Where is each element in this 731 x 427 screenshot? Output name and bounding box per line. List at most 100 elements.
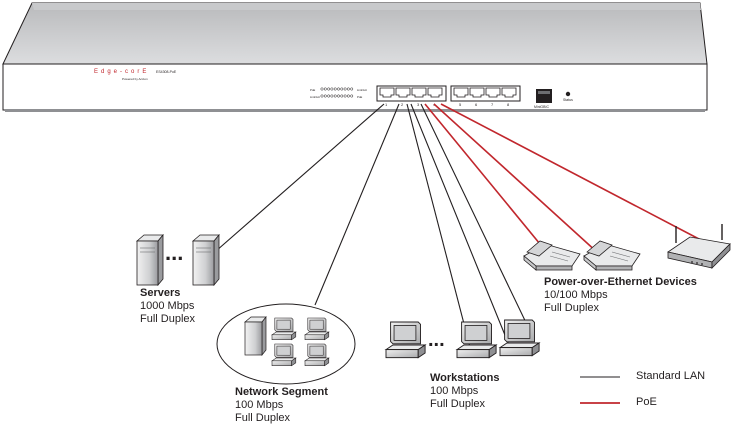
rj45-port[interactable]: [485, 87, 501, 98]
led-label-2: Link/Act: [310, 95, 320, 99]
poe-devices-title: Power-over-Ethernet Devices: [544, 276, 697, 288]
port-number: 5: [459, 102, 462, 107]
powered-by-label: Powered by Accton: [122, 77, 148, 81]
servers-ellipsis: ...: [165, 240, 183, 265]
port-led: [333, 94, 337, 98]
computer-icon: [304, 343, 330, 367]
servers-speed: 1000 Mbps: [140, 300, 195, 312]
rj45-port[interactable]: [379, 87, 395, 98]
rj45-port[interactable]: [453, 87, 469, 98]
switch-front-panel: [2, 63, 708, 111]
rj45-port[interactable]: [469, 87, 485, 98]
computer-icon: [304, 317, 330, 341]
port-led: [346, 87, 350, 91]
legend-standard-lan-label: Standard LAN: [636, 370, 706, 382]
minigbic-label: MiniGBIC: [534, 105, 549, 109]
switch: Edge-corE ES4308-PoE Powered by Accton P…: [2, 2, 708, 112]
workstations-ellipsis: ...: [428, 329, 445, 351]
computer-icon: [271, 317, 297, 341]
port-led: [340, 94, 344, 98]
port-number: 8: [507, 102, 510, 107]
port-number: 7: [491, 102, 494, 107]
computer-icon: [498, 319, 541, 357]
server-tower-1: [135, 233, 164, 287]
rj45-port[interactable]: [427, 87, 443, 98]
segment-server-tower: [244, 316, 267, 356]
port-led: [346, 94, 350, 98]
legend: [580, 376, 620, 404]
port-led: [350, 94, 354, 98]
port-led: [323, 87, 327, 91]
poe-devices-speed: 10/100 Mbps: [544, 289, 608, 301]
port-led: [350, 87, 354, 91]
legend-poe-label: PoE: [636, 396, 657, 408]
workstations-speed: 100 Mbps: [430, 385, 479, 397]
switch-top-face: [2, 2, 708, 65]
port-led: [327, 94, 331, 98]
status-label: Status: [563, 98, 573, 102]
network-segment-duplex: Full Duplex: [235, 412, 291, 424]
cables: [215, 103, 700, 348]
segment-workstations: [271, 317, 330, 367]
ip-phone-2: [583, 240, 641, 271]
poe-devices-group: [523, 224, 731, 271]
network-segment-group: [216, 303, 356, 385]
port-led: [343, 87, 347, 91]
port-number: 6: [475, 102, 478, 107]
port-led: [320, 87, 324, 91]
rj45-port[interactable]: [395, 87, 411, 98]
cable-poe-phone-1: [424, 103, 550, 256]
port-number: 1: [385, 102, 388, 107]
servers-title: Servers: [140, 287, 181, 299]
model-label: ES4308-PoE: [156, 70, 177, 74]
port-led: [323, 94, 327, 98]
port-led: [343, 94, 347, 98]
ip-phone-1: [523, 240, 581, 271]
servers-label: Servers 1000 Mbps Full Duplex: [140, 287, 195, 326]
led-label-4: PoE: [357, 95, 362, 99]
port-led: [320, 94, 324, 98]
network-segment-speed: 100 Mbps: [235, 399, 284, 411]
status-led: [565, 91, 571, 97]
network-segment-title: Network Segment: [235, 386, 328, 398]
brand-logo-text: Edge-corE: [94, 69, 149, 75]
cable-workstation-1: [406, 103, 471, 348]
cable-network-segment: [314, 103, 400, 306]
rj45-port[interactable]: [411, 87, 427, 98]
workstation-computers: [384, 319, 541, 359]
port-led: [330, 87, 334, 91]
brand-logo: Edge-corE ES4308-PoE Powered by Accton: [94, 69, 177, 81]
workstations-label: Workstations 100 Mbps Full Duplex: [430, 372, 499, 411]
workstations-title: Workstations: [430, 372, 500, 384]
port-number: 2: [401, 102, 404, 107]
workstations-duplex: Full Duplex: [430, 398, 486, 410]
cable-poe-phone-2: [433, 103, 599, 254]
servers-group: ...: [135, 233, 220, 287]
port-leds: [320, 87, 354, 98]
port-led: [337, 87, 340, 91]
computer-icon: [271, 343, 297, 367]
rj45-ports: 12345678: [379, 87, 517, 107]
led-label-1: PoE: [310, 88, 315, 92]
cable-workstation-3: [420, 103, 532, 334]
computer-icon: [455, 321, 498, 359]
server-tower-2: [191, 233, 220, 287]
cable-poe-access-point: [440, 103, 700, 240]
port-led: [337, 94, 340, 98]
port-led: [327, 87, 331, 91]
cable-workstation-2: [410, 103, 510, 346]
cable-servers: [215, 103, 385, 252]
poe-devices-label: Power-over-Ethernet Devices 10/100 Mbps …: [544, 276, 697, 315]
poe-devices-duplex: Full Duplex: [544, 302, 600, 314]
port-led: [333, 87, 337, 91]
port-number: 3: [417, 102, 420, 107]
network-segment-label: Network Segment 100 Mbps Full Duplex: [235, 386, 328, 425]
wireless-access-point: [667, 224, 731, 269]
computer-icon: [384, 321, 427, 359]
rj45-port[interactable]: [501, 87, 517, 98]
port-led: [340, 87, 344, 91]
port-led: [330, 94, 334, 98]
workstations-group: ...: [384, 319, 541, 359]
switch-top-edge: [32, 3, 701, 10]
